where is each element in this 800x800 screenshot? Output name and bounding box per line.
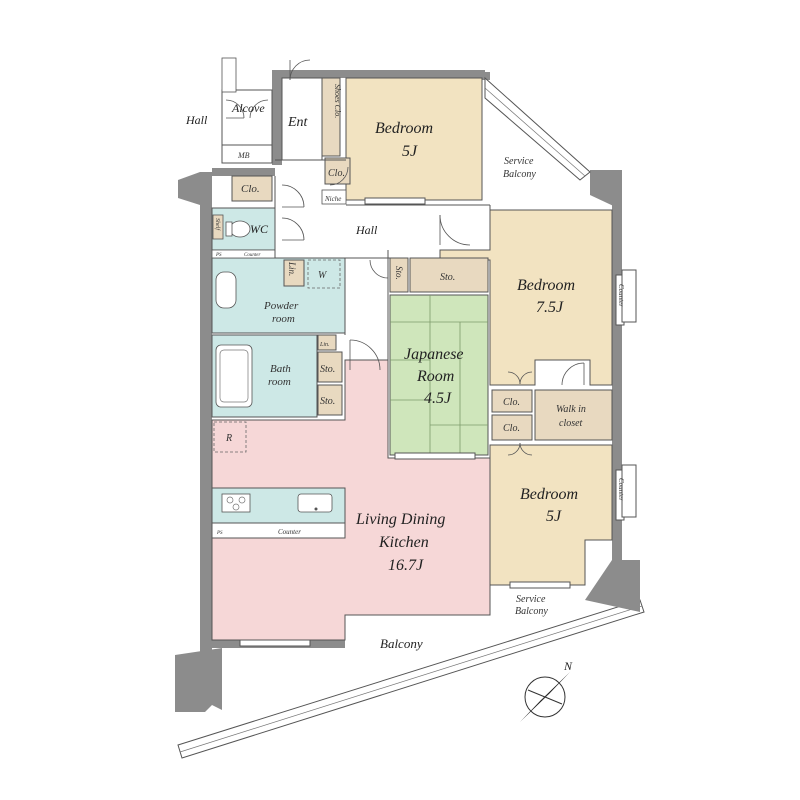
label-service-balcony-n-1: Service [504, 156, 534, 167]
label-service-balcony-s-2: Balcony [515, 606, 548, 617]
label-bedroom-east: Bedroom [517, 277, 575, 294]
label-w: W [318, 270, 328, 281]
label-bedroom-north: Bedroom [375, 120, 433, 137]
label-bedroom-east-size: 7.5J [536, 299, 564, 316]
label-japanese-2: Room [416, 368, 454, 385]
label-sto-jp-v: Sto. [394, 266, 404, 280]
label-alcove: Alcove [231, 101, 265, 115]
label-balcony: Balcony [380, 636, 423, 651]
shelf-wc [212, 214, 224, 240]
kitchen-lower [211, 522, 346, 539]
label-ps-wc: PS [215, 253, 222, 258]
ac-counter-2 [621, 464, 637, 518]
closet-bedroom-1 [491, 389, 533, 413]
storage-japanese [409, 257, 489, 293]
label-clo-wc: Clo. [241, 183, 260, 195]
washer-spot [307, 259, 341, 289]
label-bedroom-south-size: 5J [546, 508, 562, 525]
label-powder-1: Powder [263, 300, 299, 312]
label-bath-1: Bath [270, 363, 291, 375]
linen-bath [317, 334, 337, 351]
storage-bath-2 [317, 384, 343, 416]
label-counter-ac-2: Counter [617, 478, 625, 501]
door-swings [281, 59, 585, 456]
label-ldk-2: Kitchen [378, 534, 429, 551]
bedroom-east [439, 209, 613, 386]
label-clo-bed-2: Clo. [503, 423, 520, 434]
meter-box [221, 144, 273, 164]
service-balcony-north [484, 76, 591, 181]
label-bedroom-north-size: 5J [402, 143, 418, 160]
storage-bath-1 [317, 351, 343, 383]
label-sto-jp: Sto. [440, 272, 455, 283]
label-lin-bath: Lin. [319, 342, 330, 348]
label-clo-bed-1: Clo. [503, 397, 520, 408]
storage-japanese-small [389, 257, 409, 293]
label-counter-ac-1: Counter [617, 284, 625, 307]
linen-powder [283, 259, 305, 287]
refrigerator-spot [213, 421, 247, 453]
niche [321, 189, 347, 205]
washbasin-icon [215, 271, 237, 309]
label-ent: Ent [287, 115, 309, 130]
label-ldk-1: Living Dining [355, 511, 445, 528]
label-sto-bath-1: Sto. [320, 364, 335, 375]
label-japanese-size: 4.5J [424, 390, 452, 407]
label-ldk-size: 16.7J [388, 557, 424, 574]
tatami-lines [390, 295, 488, 455]
label-lin-powder: Lin. [287, 261, 297, 276]
label-service-balcony-s-1: Service [516, 594, 546, 605]
label-sto-bath-2: Sto. [320, 396, 335, 407]
closet-entry [324, 157, 351, 185]
closet-bedroom-2 [491, 414, 533, 441]
label-north: N [563, 659, 573, 673]
label-powder-2: room [272, 313, 295, 325]
label-ps-kitchen: PS [216, 531, 223, 536]
label-walk-in-2: closet [559, 418, 583, 429]
compass-icon: N [520, 659, 573, 722]
label-shelf: Shelf [214, 218, 221, 231]
alcove [221, 89, 273, 146]
exterior-walls [175, 70, 640, 712]
label-niche: Niche [324, 195, 341, 203]
windows [239, 197, 625, 647]
label-counter-kitchen: Counter [278, 528, 301, 536]
label-walk-in-1: Walk in [556, 404, 586, 415]
label-counter-wc: Counter [244, 253, 260, 258]
label-mb: MB [237, 151, 250, 160]
inner-walls [212, 159, 491, 458]
bedroom-north [345, 77, 483, 201]
label-bath-2: room [268, 376, 291, 388]
sink-icon [297, 493, 333, 513]
label-shoes-clo: Shoes Clo. [333, 84, 342, 118]
label-r: R [225, 433, 232, 444]
bathtub-icon [215, 344, 253, 408]
walk-in-closet [534, 389, 613, 441]
stove-icon [221, 493, 251, 513]
label-bedroom-south: Bedroom [520, 486, 578, 503]
entrance-area [281, 77, 323, 161]
label-service-balcony-n-2: Balcony [503, 169, 536, 180]
label-japanese-1: Japanese [404, 346, 464, 363]
label-clo-entry: Clo. [328, 168, 345, 179]
label-wc: WC [250, 222, 269, 236]
shoes-closet [321, 77, 341, 157]
closet-wc [231, 175, 273, 202]
label-hall-inside: Hall [355, 223, 378, 237]
ac-counter-1 [621, 269, 637, 323]
toilet-icon [229, 220, 251, 238]
balcony-railing [177, 599, 645, 759]
label-hall-outside: Hall [185, 113, 208, 127]
